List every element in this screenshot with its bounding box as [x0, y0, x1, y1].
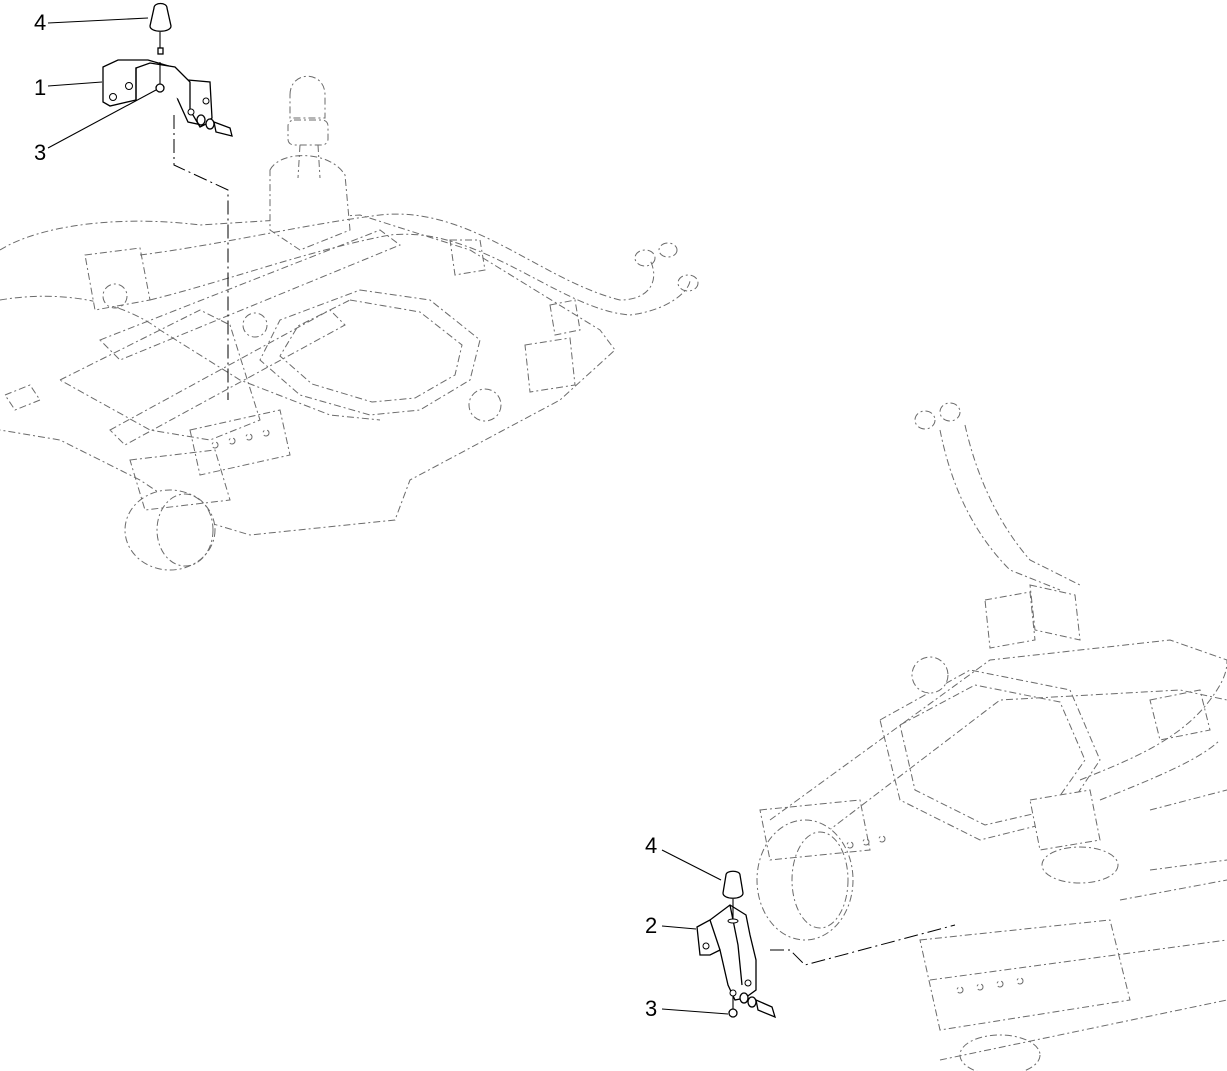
svg-text:2: 2	[645, 913, 657, 938]
assembly-line-left	[173, 115, 229, 400]
cap-4-left[interactable]	[149, 2, 172, 55]
svg-text:3: 3	[34, 140, 46, 165]
mower-deck-left-phantom	[0, 75, 699, 571]
cap-4-right[interactable]	[722, 870, 744, 919]
callout-3-right: 3	[645, 996, 729, 1021]
callout-3-left: 3	[34, 89, 157, 165]
callout-1-left: 1	[34, 75, 103, 100]
bracket-2[interactable]	[696, 904, 757, 1001]
callout-4-left: 4	[34, 10, 149, 35]
bolt-washers-right[interactable]	[739, 992, 777, 1019]
nut-3-left[interactable]	[155, 62, 165, 93]
bolt-washers-left[interactable]	[196, 114, 233, 137]
mower-deck-right-phantom	[756, 402, 1227, 1071]
nut-3-right[interactable]	[728, 996, 738, 1018]
callout-4-right: 4	[645, 833, 722, 881]
svg-text:4: 4	[34, 10, 46, 35]
assembly-line-right	[770, 924, 956, 966]
svg-text:3: 3	[645, 996, 657, 1021]
svg-text:1: 1	[34, 75, 46, 100]
bracket-1[interactable]	[102, 59, 213, 128]
svg-text:4: 4	[645, 833, 657, 858]
callout-2-right: 2	[645, 913, 697, 938]
